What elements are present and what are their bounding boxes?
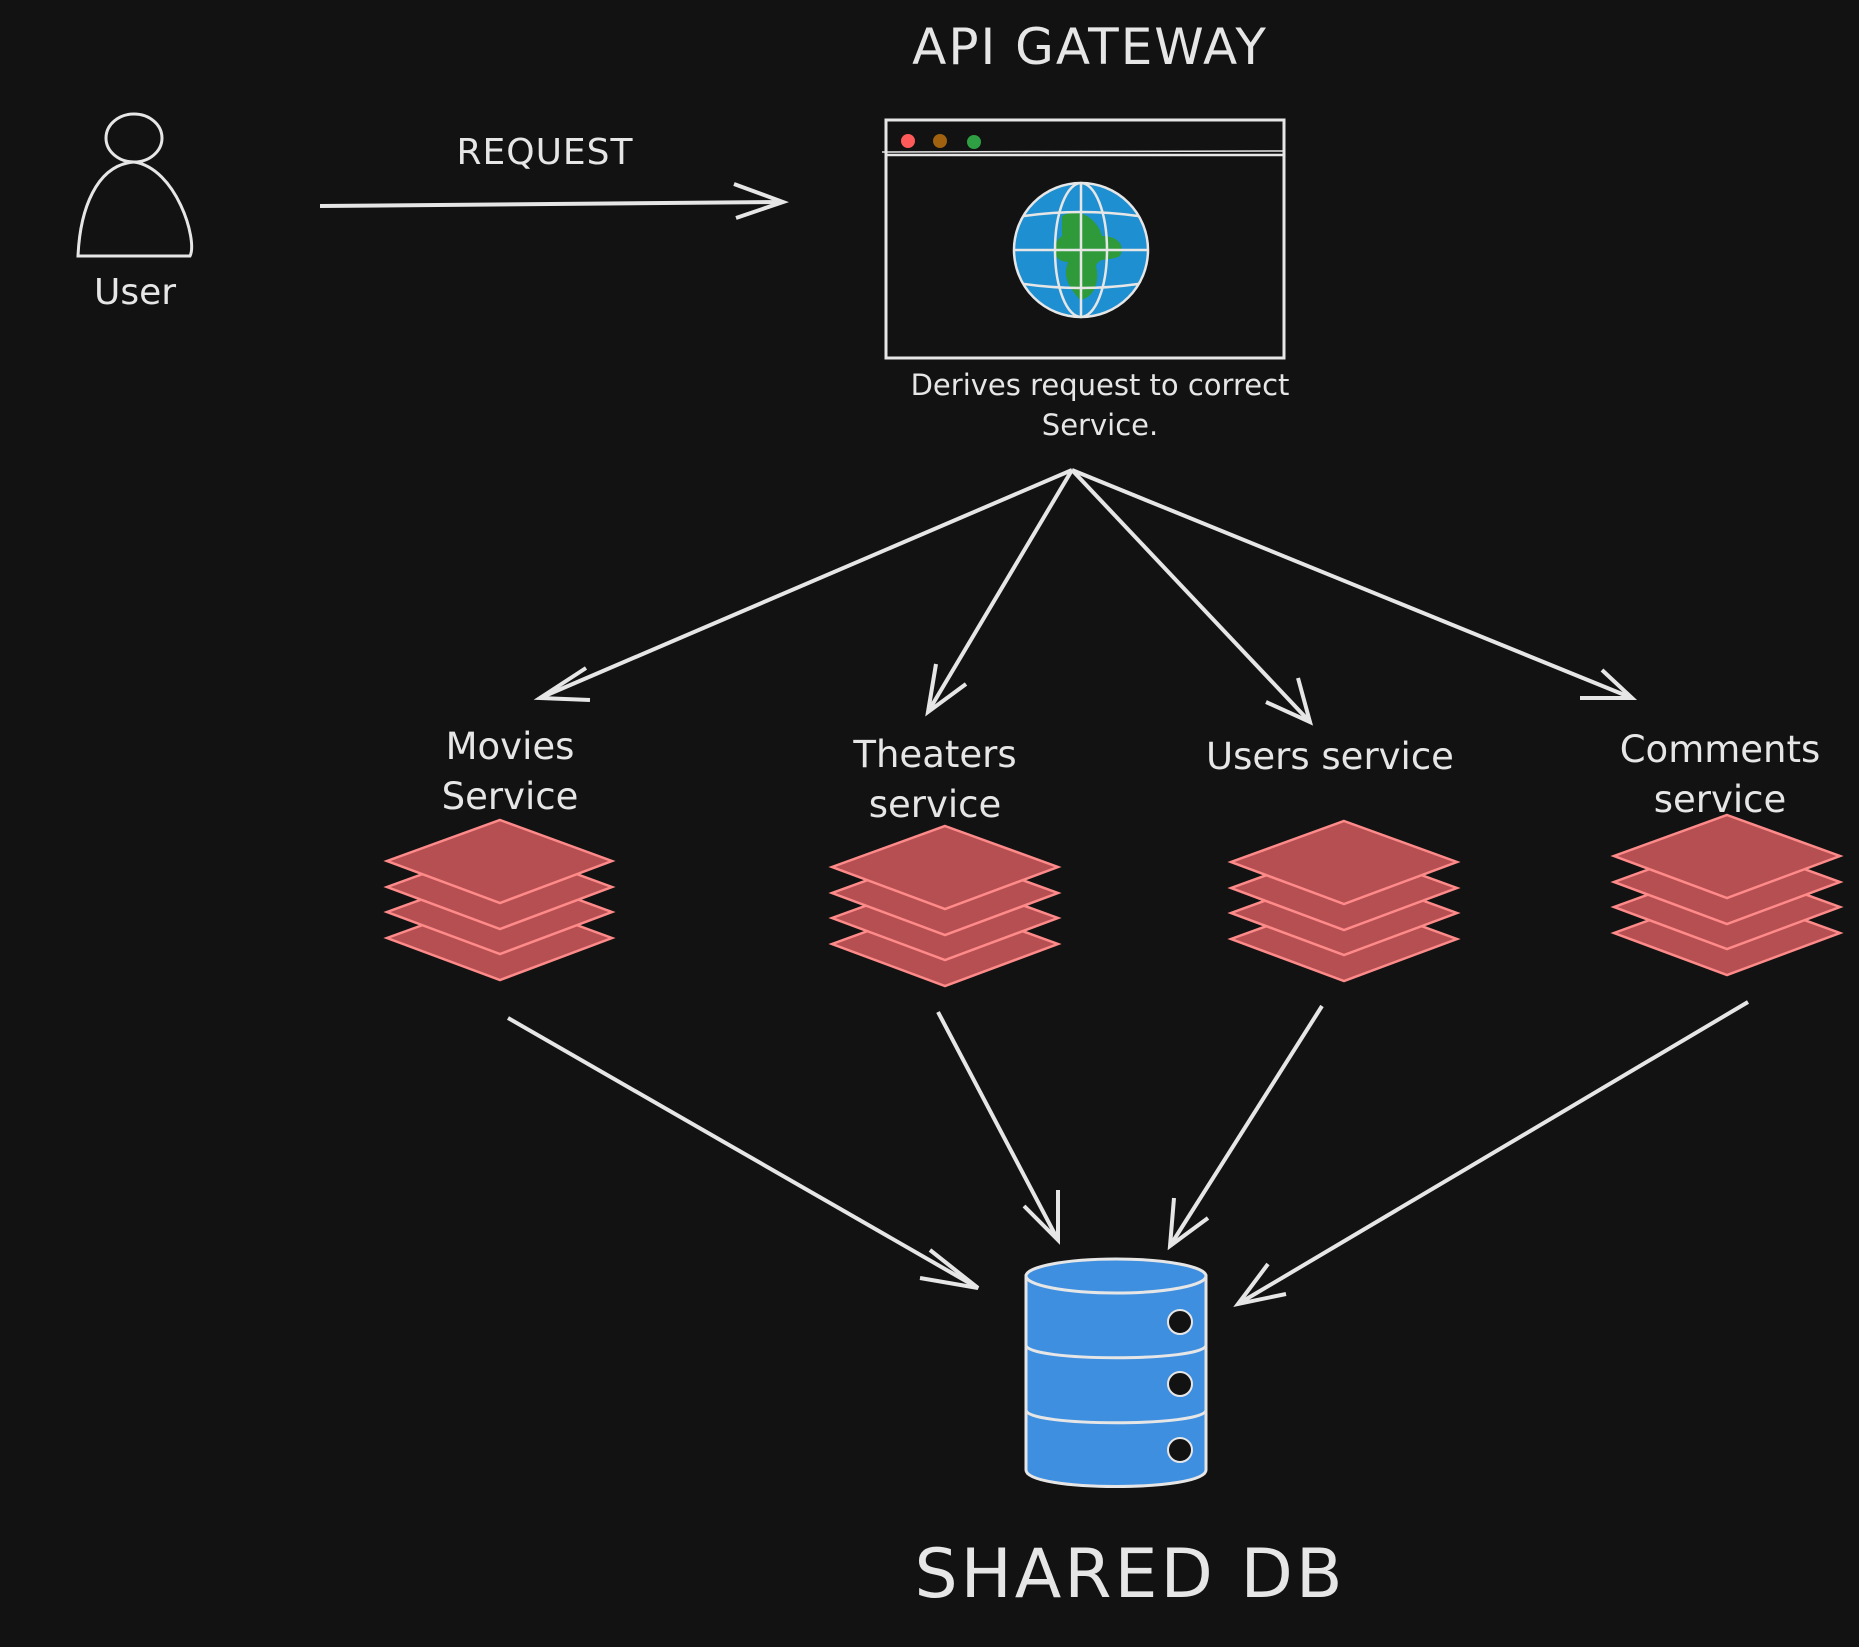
movies-service-label: Movies Service	[441, 725, 579, 818]
shared-db-label: SHARED DB	[914, 1535, 1346, 1614]
api-gateway-window	[881, 118, 1286, 360]
user-label: User	[93, 272, 177, 313]
comments-service-stack	[1610, 813, 1844, 977]
gateway-note: Derives request to correct Service.	[910, 368, 1290, 442]
gateway-to-services-arrows	[533, 468, 1638, 726]
arrow-to-comments	[1071, 468, 1633, 700]
request-arrow	[319, 200, 784, 208]
window-close-dot	[901, 134, 915, 148]
theaters-service-stack	[828, 824, 1062, 988]
arrow-to-movies	[539, 468, 1073, 700]
request-label: REQUEST	[456, 132, 634, 173]
users-service-label: Users service	[1206, 735, 1454, 778]
window-maximize-dot	[967, 135, 981, 149]
user-icon	[76, 112, 194, 258]
arrow-movies-to-db	[507, 1016, 979, 1290]
theaters-service-label: Theaters service	[853, 733, 1017, 826]
services-to-db-arrows	[507, 1000, 1750, 1308]
database-icon	[1024, 1257, 1208, 1488]
arrow-to-users	[1070, 468, 1312, 724]
arrow-comments-to-db	[1236, 1000, 1750, 1306]
movies-service-stack	[383, 818, 616, 982]
request-arrowhead	[733, 182, 789, 220]
api-gateway-title: API GATEWAY	[912, 18, 1268, 76]
arrow-to-theaters	[926, 468, 1074, 714]
globe-icon	[1012, 181, 1150, 319]
window-minimize-dot	[933, 134, 947, 148]
arrow-users-to-db	[1168, 1004, 1324, 1248]
comments-service-label: Comments service	[1619, 728, 1821, 821]
users-service-stack	[1227, 819, 1461, 983]
arrow-theaters-to-db	[936, 1011, 1060, 1241]
